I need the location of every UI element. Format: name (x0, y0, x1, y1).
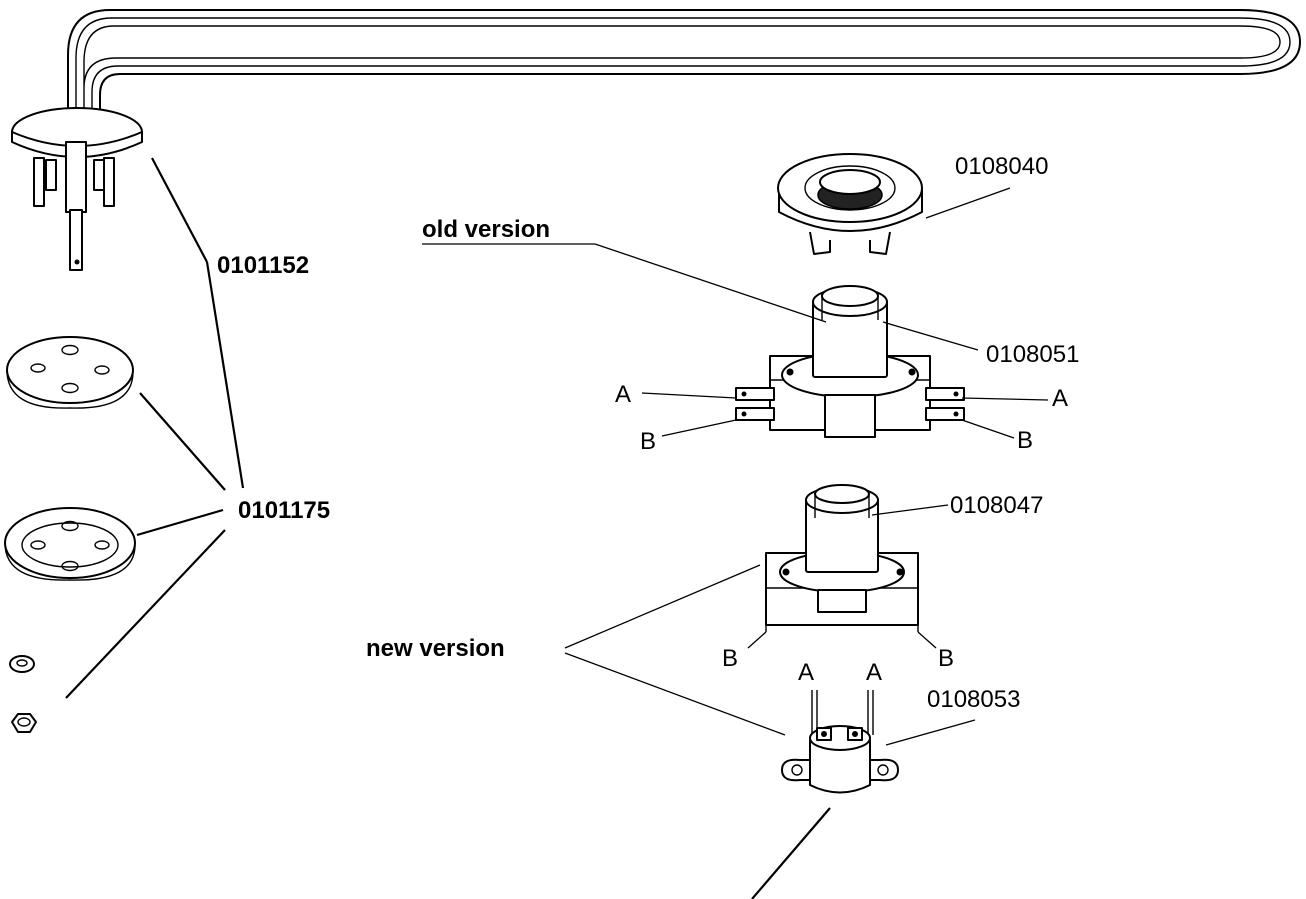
leader-old-a-right (961, 397, 1049, 401)
leader-nut-cover (925, 187, 1011, 219)
leader-old-thermostat (882, 321, 979, 351)
hex-nut (11, 713, 37, 733)
nut-cover (777, 153, 923, 255)
label-new-thermostat: 0108047 (950, 492, 1043, 519)
label-old-b-left: B (640, 428, 656, 455)
leader-old-a-left (641, 392, 737, 399)
label-new-b-left: B (722, 645, 738, 672)
leader-new-thermostat (871, 504, 949, 516)
new-fuse (781, 690, 899, 794)
label-old-a-left: A (615, 381, 631, 408)
leader-new-version-lower (564, 652, 786, 736)
leader-new-b-right (917, 631, 937, 649)
label-new-b-right: B (938, 645, 954, 672)
label-gasket-kit: 0101175 (238, 497, 330, 524)
label-new-a-left: A (798, 659, 814, 686)
label-old-b-right: B (1017, 427, 1033, 454)
old-thermostat (735, 285, 965, 438)
label-nut-cover: 0108040 (955, 153, 1048, 180)
leader-new-version-upper (564, 564, 761, 649)
label-new-fuse: 0108053 (927, 686, 1020, 713)
label-new-a-right: A (866, 659, 882, 686)
washer (9, 655, 35, 673)
label-new-version: new version (366, 635, 505, 662)
leaders-left (65, 157, 245, 699)
leader-bottom (751, 807, 831, 899)
label-old-version: old version (422, 216, 550, 243)
gasket-disc (6, 336, 134, 409)
label-old-a-right: A (1052, 385, 1068, 412)
label-old-thermostat: 0108051 (986, 341, 1079, 368)
leader-new-b-left (747, 631, 767, 649)
new-thermostat (765, 484, 919, 632)
leader-old-b-left (661, 419, 737, 437)
leader-new-fuse (885, 719, 976, 746)
leader-old-b-right (961, 419, 1015, 439)
leader-old-version (594, 243, 827, 323)
gasket-ring (4, 507, 136, 581)
label-heater-part: 0101152 (217, 252, 309, 279)
heating-element (11, 9, 1302, 271)
